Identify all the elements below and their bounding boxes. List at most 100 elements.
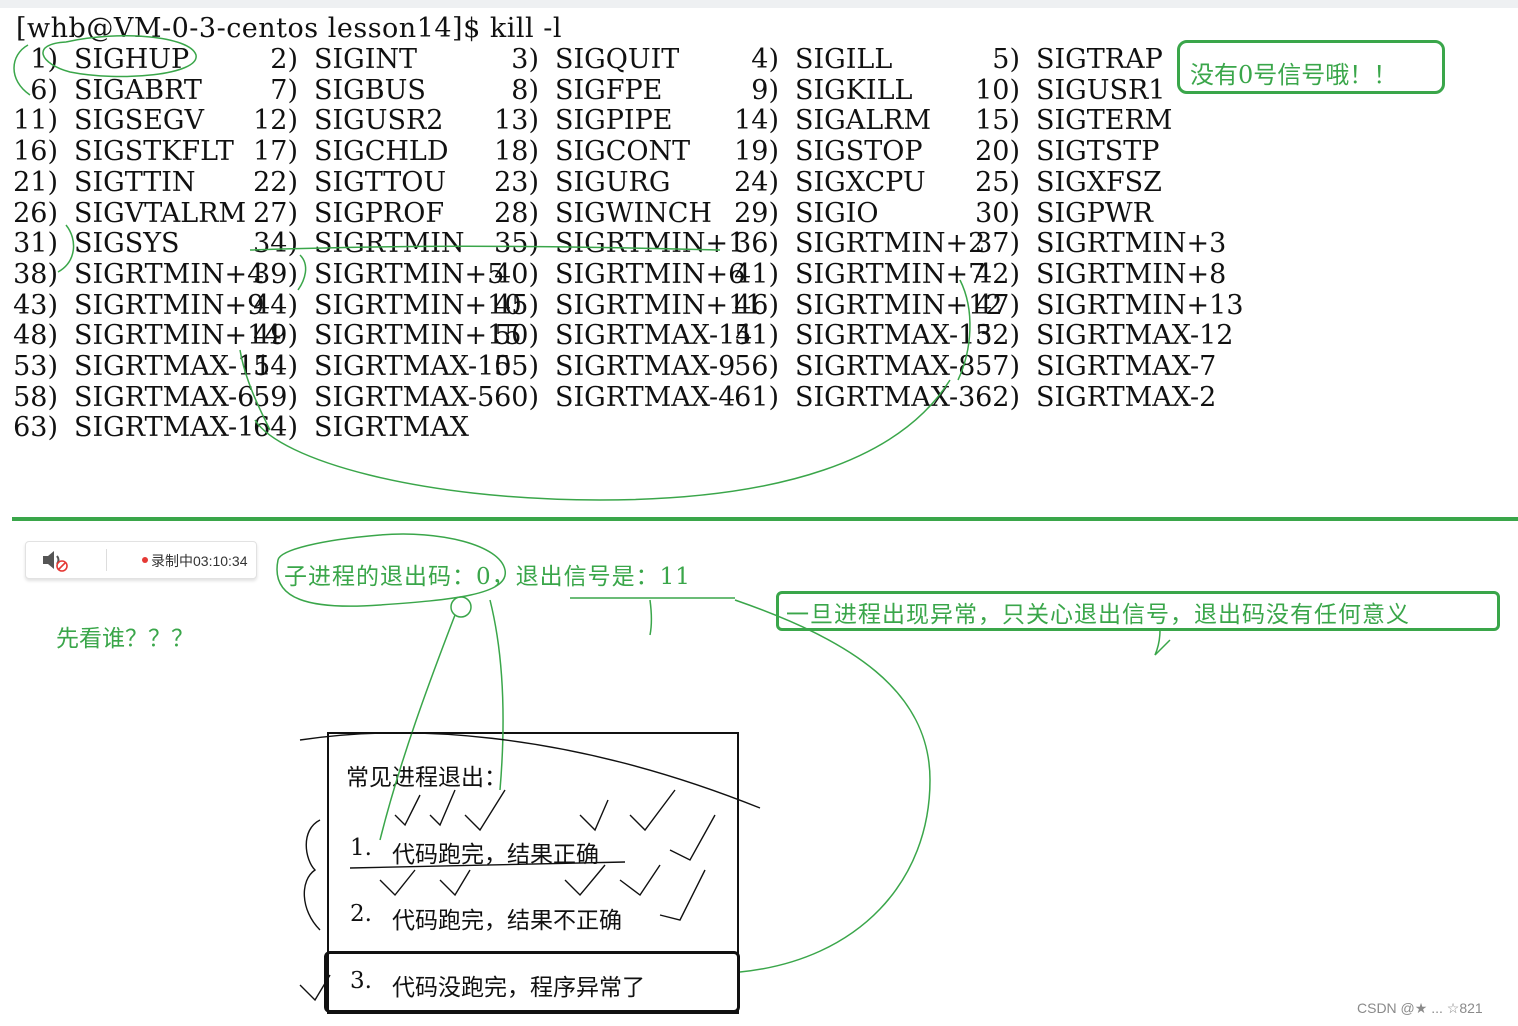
- signal-name: SIGRTMIN+3: [1036, 228, 1227, 260]
- signal-name: SIGRTMIN+1: [555, 228, 746, 260]
- signal-name: SIGRTMIN+6: [555, 258, 746, 290]
- signal-entry: 5)SIGTRAP: [976, 44, 1216, 75]
- signal-name: SIGQUIT: [555, 44, 680, 75]
- signal-number: 44): [253, 289, 298, 321]
- signal-name: SIGSEGV: [74, 105, 205, 137]
- window-top-strip: [0, 0, 1518, 8]
- signal-number: 7): [270, 74, 298, 106]
- signal-name: SIGFPE: [555, 74, 663, 106]
- signal-entry: 45)SIGRTMIN+11: [494, 290, 762, 321]
- signal-name: SIGRTMIN+12: [795, 289, 1003, 321]
- signal-name: SIGRTMIN+15: [314, 320, 522, 352]
- signal-number: 47): [975, 289, 1020, 321]
- signal-entry: 53)SIGRTMAX-11: [13, 351, 271, 382]
- speaker-muted-icon[interactable]: [40, 547, 70, 573]
- signal-entry: 28) SIGWINCH: [494, 197, 735, 229]
- signal-name: SIGSYS: [74, 228, 180, 260]
- csdn-watermark: CSDN @★ ... ☆821: [1357, 1000, 1483, 1016]
- signal-name: SIGRTMAX-7: [1036, 351, 1217, 382]
- signal-number: 63): [13, 412, 58, 444]
- signal-number: 52): [975, 320, 1020, 352]
- signal-name: SIGWINCH: [555, 197, 712, 229]
- recording-dot-icon: [142, 557, 148, 563]
- signal-name: SIGRTMAX: [314, 412, 469, 444]
- signal-number: 26): [13, 197, 58, 229]
- signal-entry: 63)SIGRTMAX-1: [13, 412, 254, 444]
- signal-number: 28): [494, 197, 539, 229]
- signal-name: SIGRTMIN: [314, 228, 465, 260]
- widget-separator: [106, 549, 107, 571]
- signal-entry: 58)SIGRTMAX-6: [13, 382, 254, 413]
- signal-entry: 46)SIGRTMIN+12: [734, 290, 1002, 321]
- signal-name: SIGRTMIN+13: [1036, 289, 1244, 321]
- exit-case-2-num: 2.: [350, 901, 372, 927]
- signal-number: 57): [975, 351, 1020, 382]
- signal-entry: 22)SIGTTOU: [253, 166, 494, 198]
- signal-name: SIGPIPE: [555, 105, 673, 137]
- signal-entry: 49)SIGRTMIN+15: [253, 320, 521, 351]
- signal-number: 1): [30, 44, 58, 75]
- signal-name: SIGPROF: [314, 197, 445, 229]
- signal-number: 19): [734, 136, 779, 168]
- signal-entry: 42)SIGRTMIN+8: [975, 259, 1226, 290]
- signal-name: SIGRTMAX-12: [1036, 320, 1234, 352]
- signal-number: 8): [511, 74, 539, 106]
- signal-name: SIGTSTP: [1036, 136, 1160, 168]
- signal-number: 37): [975, 228, 1020, 260]
- signal-entry: 18) SIGCONT: [494, 136, 735, 168]
- signal-name: SIGINT: [314, 44, 418, 75]
- signal-entry: 55)SIGRTMAX-9: [494, 351, 736, 382]
- signal-entry: 9)SIGKILL: [735, 75, 975, 106]
- signal-entry: 57) SIGRTMAX-7: [975, 351, 1217, 382]
- signal-entry: 62)SIGRTMAX-2: [975, 381, 1217, 413]
- signal-name: SIGURG: [555, 166, 671, 198]
- annotation-box-no-zero: [1177, 40, 1445, 94]
- signal-entry: 48)SIGRTMIN+14: [13, 320, 281, 351]
- signal-entry: 44)SIGRTMIN+10: [253, 289, 521, 321]
- signal-entry: 64)SIGRTMAX: [253, 412, 494, 444]
- signal-name: SIGCONT: [555, 136, 691, 168]
- signal-name: SIGRTMIN+14: [74, 320, 282, 352]
- signal-entry: 27)SIGPROF: [253, 197, 494, 229]
- signal-entry: 14)SIGALRM: [734, 105, 975, 137]
- signal-entry: 19)SIGSTOP: [734, 136, 975, 168]
- signal-name: SIGSTKFLT: [74, 136, 234, 168]
- signal-name: SIGXCPU: [795, 166, 926, 198]
- signal-name: SIGRTMAX-9: [555, 351, 736, 382]
- signal-number: 22): [253, 166, 298, 198]
- signal-entry: 15)SIGTERM: [975, 105, 1216, 136]
- signal-entry: 34) SIGRTMIN: [253, 228, 494, 260]
- signal-number: 43): [13, 289, 58, 321]
- signal-number: 18): [494, 136, 539, 168]
- exit-case-1-text: 代码跑完，结果正确: [392, 842, 599, 868]
- signal-name: SIGRTMIN+11: [555, 289, 763, 321]
- signal-entry: 61)SIGRTMAX-3: [734, 382, 975, 413]
- signal-name: SIGRTMAX-10: [314, 351, 512, 382]
- signal-entry: 38)SIGRTMIN+4: [13, 259, 264, 290]
- signal-number: 60): [494, 381, 539, 413]
- signal-number: 34): [253, 228, 298, 260]
- signal-entry: 47) SIGRTMIN+13: [975, 289, 1243, 321]
- signal-name: SIGRTMAX-8: [795, 351, 976, 382]
- signal-number: 31): [13, 228, 58, 260]
- signal-number: 5): [992, 44, 1020, 75]
- signal-name: SIGRTMAX-2: [1036, 381, 1217, 413]
- recording-status: 录制中03:10:34: [151, 553, 248, 569]
- signal-number: 41): [734, 258, 779, 290]
- signal-name: SIGALRM: [795, 105, 932, 137]
- signal-entry: 8) SIGFPE: [495, 74, 735, 106]
- signal-entry: 51)SIGRTMAX-13: [734, 320, 992, 351]
- exit-cases-title: 常见进程退出：: [346, 765, 507, 791]
- signal-name: SIGPWR: [1036, 197, 1153, 229]
- signal-number: 25): [975, 166, 1020, 198]
- signal-number: 6): [30, 74, 58, 106]
- recording-widget[interactable]: 录制中03:10:34: [25, 541, 257, 579]
- terminal-output: [whb@VM-0-3-centos lesson14]$ kill -l 1)…: [13, 13, 1254, 453]
